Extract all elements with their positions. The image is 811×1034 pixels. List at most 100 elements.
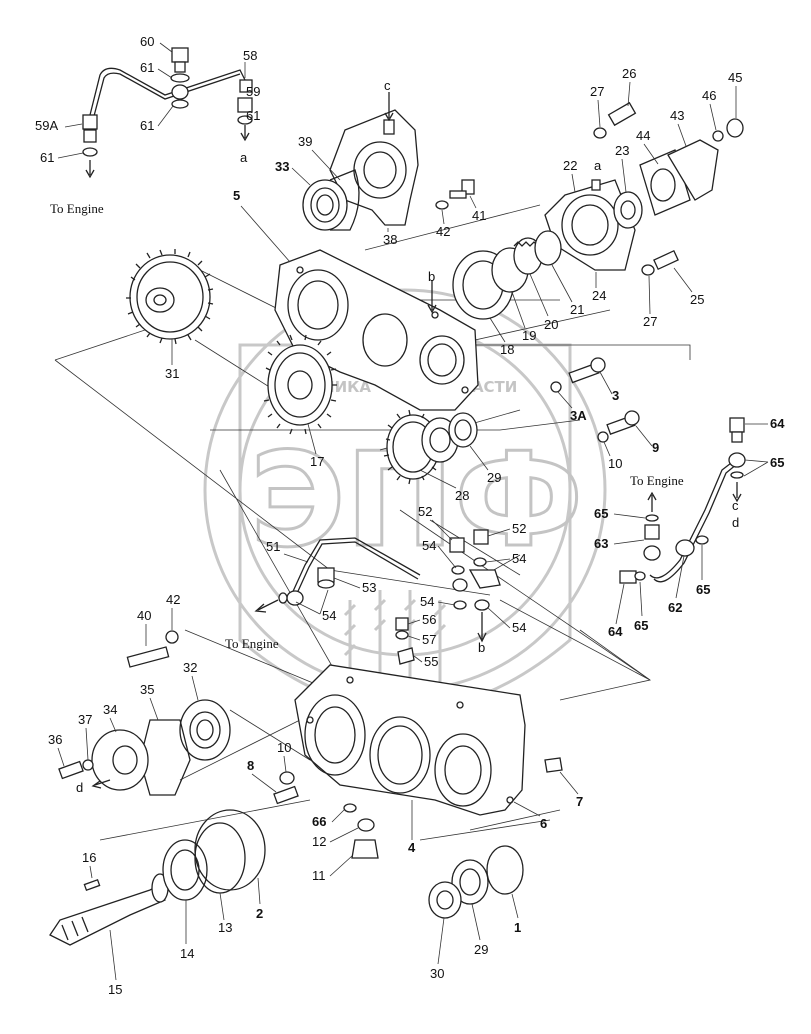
part-number-label: 4: [408, 840, 416, 855]
part-number-label: 56: [422, 612, 436, 627]
oil-pipe-middle: [254, 529, 501, 665]
part-number-label: 32: [183, 660, 197, 675]
part-number-label: 62: [668, 600, 682, 615]
part-number-label: 30: [430, 966, 444, 981]
part-number-label: 55: [424, 654, 438, 669]
part-number-label: 33: [275, 159, 289, 174]
to-engine-note: To Engine: [630, 473, 684, 488]
part-number-label: 52: [418, 504, 432, 519]
part-number-label: 65: [634, 618, 648, 633]
part-number-label: 41: [472, 208, 486, 223]
part-number-label: 12: [312, 834, 326, 849]
part-number-label: 26: [622, 66, 636, 81]
part-number-label: 31: [165, 366, 179, 381]
part-number-label: 7: [576, 794, 583, 809]
part-number-label: 16: [82, 850, 96, 865]
part-number-label: 10: [277, 740, 291, 755]
part-number-label: 17: [310, 454, 324, 469]
watermark: ЭПФ ТЕХНИКА ЗАПЧАСТИ: [203, 288, 607, 712]
arrow-ref-label: a: [240, 150, 248, 165]
part-number-label: 25: [690, 292, 704, 307]
bearing-housing-top: [302, 92, 475, 231]
part-number-label: 3: [612, 388, 619, 403]
arrowhead-icon: [85, 169, 95, 179]
part-number-label: 5: [233, 188, 240, 203]
part-number-label: 28: [455, 488, 469, 503]
part-number-label: 40: [137, 608, 151, 623]
part-number-label: 37: [78, 712, 92, 727]
part-number-label: 3A: [570, 408, 587, 423]
part-number-label: 24: [592, 288, 606, 303]
oil-pipe-right: [619, 417, 746, 584]
wheat-emblem-icon: [343, 590, 447, 710]
part-number-label: 61: [140, 118, 154, 133]
part-number-label: 54: [512, 620, 526, 635]
part-number-label: 38: [383, 232, 397, 247]
arrow-ref-label: d: [732, 515, 739, 530]
part-number-label: 36: [48, 732, 62, 747]
part-number-label: 59A: [35, 118, 58, 133]
arrow-ref-label: d: [76, 780, 83, 795]
part-number-label: 13: [218, 920, 232, 935]
part-number-label: 64: [608, 624, 623, 639]
part-number-label: 43: [670, 108, 684, 123]
part-number-label: 51: [266, 539, 280, 554]
part-number-label: 22: [563, 158, 577, 173]
part-number-label: 61: [140, 60, 154, 75]
part-number-label: 8: [247, 758, 254, 773]
part-number-label: 54: [512, 551, 526, 566]
part-number-label: 23: [615, 143, 629, 158]
part-number-label: 44: [636, 128, 650, 143]
part-number-label: 61: [246, 108, 260, 123]
part-number-label: 65: [770, 455, 784, 470]
to-engine-note: To Engine: [50, 201, 104, 216]
part-number-label: 29: [474, 942, 488, 957]
part-number-label: 20: [544, 317, 558, 332]
output-shaft-assembly: [49, 809, 524, 946]
bolts-right-middle: [550, 357, 640, 443]
gear-17: [263, 334, 337, 435]
part-number-label: 6: [540, 816, 547, 831]
part-number-label: 65: [594, 506, 608, 521]
part-number-label: 2: [256, 906, 263, 921]
part-number-label: 9: [652, 440, 659, 455]
gear-case-4: [294, 664, 563, 816]
part-number-label: 21: [570, 302, 584, 317]
arrow-ref-label: c: [384, 78, 391, 93]
side-cover-left: [58, 630, 379, 859]
part-number-label: 42: [166, 592, 180, 607]
part-number-label: 52: [512, 521, 526, 536]
part-number-label: 54: [322, 608, 336, 623]
part-number-label: 15: [108, 982, 122, 997]
pump-drive-assembly: [452, 101, 744, 320]
part-number-label: 61: [40, 150, 54, 165]
part-number-label: 60: [140, 34, 154, 49]
gear-31: [126, 249, 214, 345]
part-number-label: 59: [246, 84, 260, 99]
part-number-label: 27: [590, 84, 604, 99]
part-number-label: 19: [522, 328, 536, 343]
callouts: 60 58 61 59 61 61 59A 61 27 26 45 46 43 …: [35, 34, 785, 997]
part-number-label: 29: [487, 470, 501, 485]
part-number-label: 66: [312, 814, 326, 829]
arrow-ref-label: b: [478, 640, 485, 655]
part-number-label: 11: [312, 868, 326, 883]
part-number-label: 54: [420, 594, 434, 609]
oil-pipe-top-left: [82, 47, 253, 179]
part-number-label: 63: [594, 536, 608, 551]
to-engine-note: To Engine: [225, 636, 279, 651]
part-number-label: 46: [702, 88, 716, 103]
part-number-label: 39: [298, 134, 312, 149]
part-number-label: 45: [728, 70, 742, 85]
part-number-label: 34: [103, 702, 117, 717]
part-number-label: 54: [422, 538, 436, 553]
part-number-label: 10: [608, 456, 622, 471]
part-number-label: 14: [180, 946, 194, 961]
part-number-label: 64: [770, 416, 785, 431]
part-number-label: 65: [696, 582, 710, 597]
part-number-label: 58: [243, 48, 257, 63]
part-number-label: 53: [362, 580, 376, 595]
arrow-ref-label: a: [594, 158, 602, 173]
part-number-label: 42: [436, 224, 450, 239]
